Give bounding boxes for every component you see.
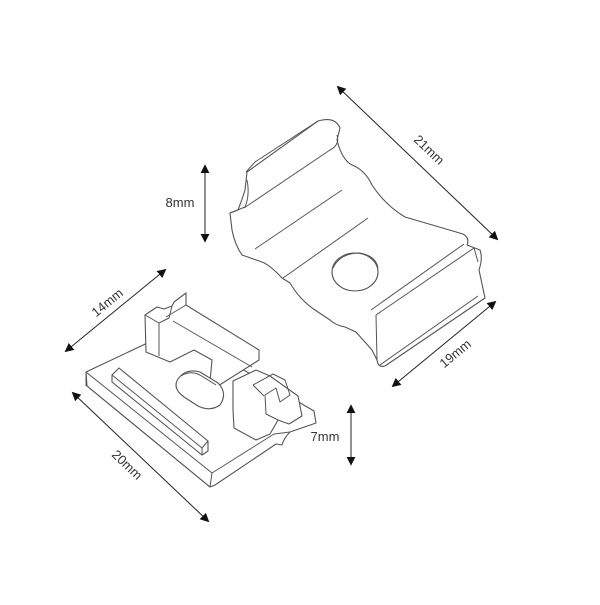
label-7mm: 7mm (311, 429, 340, 444)
label-19mm: 19mm (436, 336, 473, 371)
dimension-7mm: 7mm (311, 404, 356, 466)
block-front (232, 369, 303, 441)
dimension-8mm: 8mm (166, 164, 210, 243)
label-14mm: 14mm (88, 285, 125, 320)
label-8mm: 8mm (166, 195, 195, 210)
block-back (144, 292, 260, 387)
screw-hole (331, 252, 379, 292)
label-20mm: 20mm (109, 447, 145, 483)
